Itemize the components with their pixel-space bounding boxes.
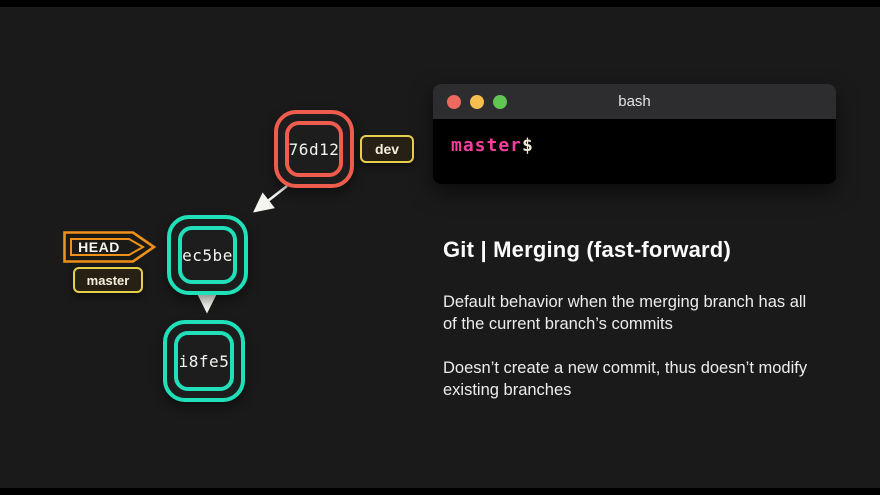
commit-hash: i8fe5 (174, 331, 234, 391)
head-label: HEAD (78, 239, 120, 255)
branch-label-dev: dev (360, 135, 414, 163)
top-letterbox-bar (0, 0, 880, 7)
maximize-window-button[interactable] (493, 94, 507, 109)
slide-paragraph-1: Default behavior when the merging branch… (443, 291, 806, 335)
head-arrow-shape-icon (63, 231, 157, 263)
terminal-body[interactable]: master$ (433, 119, 836, 184)
paragraph-line: Default behavior when the merging branch… (443, 293, 807, 311)
commit-node-ec5be: ec5be (167, 215, 248, 295)
paragraph-line: of the current branch’s commits (443, 315, 673, 333)
close-window-button[interactable] (447, 94, 461, 109)
commit-node-i8fe5: i8fe5 (163, 320, 245, 402)
minimize-window-button[interactable] (470, 94, 484, 109)
commit-node-76d12: 76d12 (274, 110, 354, 188)
branch-label-master: master (73, 267, 143, 293)
head-pointer-tag: HEAD (63, 231, 157, 263)
terminal-prompt-symbol: $ (522, 135, 534, 156)
paragraph-line: Doesn’t create a new commit, thus doesn’… (443, 359, 808, 377)
slide-paragraph-2: Doesn’t create a new commit, thus doesn’… (443, 357, 807, 401)
terminal-title: bash (618, 93, 651, 110)
commit-hash: 76d12 (285, 121, 343, 177)
bottom-letterbox-bar (0, 488, 880, 495)
paragraph-line: existing branches (443, 381, 572, 399)
arrow-76d12-to-ec5be (253, 185, 288, 213)
terminal-window: bash master$ (433, 84, 836, 184)
terminal-titlebar: bash (433, 84, 836, 119)
slide-title: Git | Merging (fast-forward) (443, 237, 731, 262)
commit-hash: ec5be (178, 226, 237, 284)
terminal-prompt-branch: master (451, 135, 523, 156)
